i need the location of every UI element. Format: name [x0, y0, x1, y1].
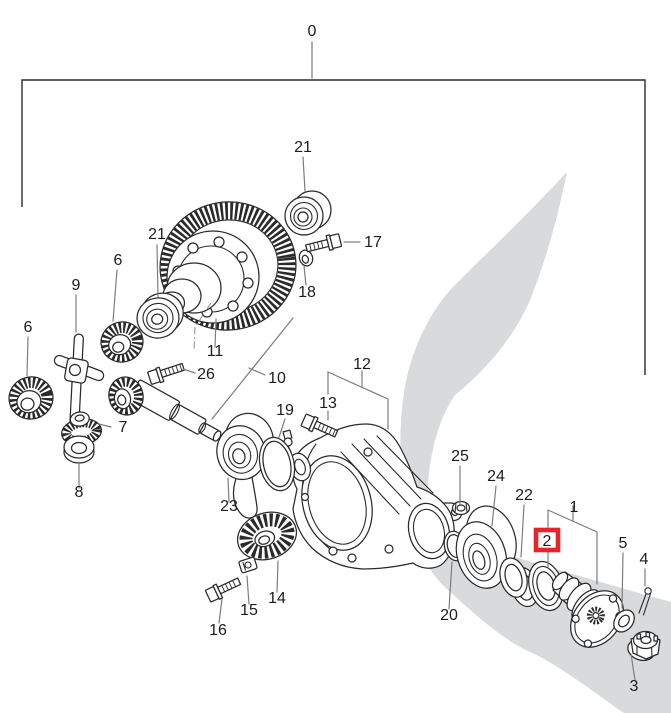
- callout-4[interactable]: 4: [640, 551, 649, 568]
- callout-6-left[interactable]: 6: [24, 319, 33, 336]
- background-swoosh: [400, 172, 671, 713]
- callout-5[interactable]: 5: [619, 535, 628, 552]
- part-spider-shaft: [53, 333, 105, 433]
- part-side-gear-mid: [100, 321, 144, 363]
- part-bolt-16: [205, 577, 242, 603]
- part-bolt-17: [305, 233, 343, 253]
- part-oil-seal-2: [528, 560, 564, 612]
- callout-3[interactable]: 3: [630, 678, 639, 695]
- part-carrier-housing: [282, 423, 455, 570]
- part-castle-nut: [627, 630, 661, 662]
- part-clip-15: [238, 556, 258, 574]
- part-side-bearing-left: [136, 292, 184, 339]
- callout-0[interactable]: 0: [308, 23, 317, 40]
- part-side-gear-left: [8, 376, 54, 420]
- callout-8[interactable]: 8: [75, 484, 84, 501]
- assembly-bracket: [21, 79, 646, 375]
- part-bolt-26: [147, 362, 185, 385]
- callout-22[interactable]: 22: [515, 487, 533, 504]
- callout-15[interactable]: 15: [240, 602, 258, 619]
- part-side-bearing-top: [284, 190, 332, 236]
- callout-14[interactable]: 14: [268, 590, 286, 607]
- part-gear-14: [236, 511, 298, 561]
- callout-18[interactable]: 18: [298, 284, 316, 301]
- callout-21-top[interactable]: 21: [294, 139, 312, 156]
- callout-6-mid[interactable]: 6: [114, 252, 123, 269]
- callout-12[interactable]: 12: [353, 356, 371, 373]
- callout-7[interactable]: 7: [119, 419, 128, 436]
- leader-lines: [26, 41, 646, 681]
- part-washer-18: [298, 249, 314, 267]
- callout-24[interactable]: 24: [487, 468, 505, 485]
- callout-16[interactable]: 16: [209, 622, 227, 639]
- part-o-ring-19: [258, 436, 296, 492]
- callout-17[interactable]: 17: [364, 234, 382, 251]
- part-companion-flange: [551, 571, 624, 648]
- callout-1[interactable]: 1: [570, 499, 579, 516]
- part-bolt-13: [300, 413, 339, 438]
- part-bearing-24: [455, 505, 517, 589]
- part-washer-5: [613, 609, 635, 633]
- callout-2-highlighted[interactable]: 2: [543, 533, 552, 550]
- highlight-box[interactable]: [533, 527, 561, 553]
- part-thrust-washer: [63, 435, 95, 464]
- callout-13[interactable]: 13: [319, 395, 337, 412]
- callout-19[interactable]: 19: [276, 402, 294, 419]
- callout-10[interactable]: 10: [268, 370, 286, 387]
- callout-23[interactable]: 23: [220, 498, 238, 515]
- part-drive-pinion: [108, 376, 222, 442]
- part-ring-gear-assembly: [158, 201, 297, 352]
- part-nut-25: [451, 500, 471, 516]
- callout-20[interactable]: 20: [440, 607, 458, 624]
- callout-21-left[interactable]: 21: [148, 226, 166, 243]
- callout-9[interactable]: 9: [72, 277, 81, 294]
- callout-11[interactable]: 11: [207, 343, 224, 360]
- callout-26[interactable]: 26: [197, 366, 215, 383]
- part-cotter-pin: [638, 587, 652, 616]
- callout-25[interactable]: 25: [451, 448, 469, 465]
